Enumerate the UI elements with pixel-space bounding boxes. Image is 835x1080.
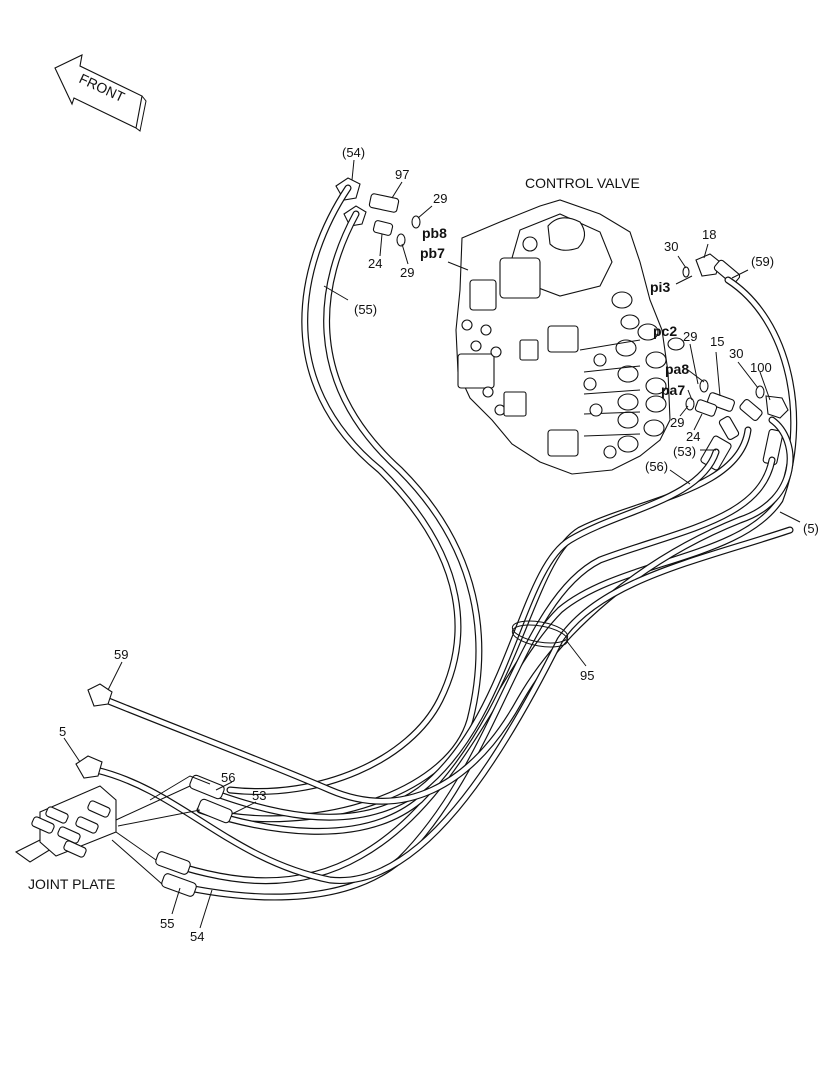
callout-5-parenthesized: (5) [803,521,819,536]
callout-55: 55 [160,916,174,931]
callout-59: 59 [114,647,128,662]
hose-clamp-95 [511,620,569,648]
callout-97: 97 [395,167,409,182]
joint-plate-assembly [14,683,233,897]
callout-24: 24 [368,256,382,271]
callout-29: 29 [433,191,447,206]
joint-plate-title: JOINT PLATE [28,876,115,892]
port-label-pb8: pb8 [422,225,447,241]
callout-29: 29 [670,415,684,430]
callout-54: 54 [190,929,204,944]
port-label-pi3: pi3 [650,279,670,295]
callout-15: 15 [710,334,724,349]
callout-55-parenthesized: (55) [354,302,377,317]
port-label-pc2: pc2 [653,323,677,339]
callout-29: 29 [400,265,414,280]
port-label-pb7: pb7 [420,245,445,261]
control-valve-assembly [455,199,685,475]
callout-56: 56 [221,770,235,785]
callout-24: 24 [686,429,700,444]
port-label-pa7: pa7 [661,382,685,398]
callout-5: 5 [59,724,66,739]
hose-bundle [92,184,798,901]
callout-100: 100 [750,360,772,375]
front-direction-arrow: FRONT [54,54,147,132]
callout-18: 18 [702,227,716,242]
callout-59-parenthesized: (59) [751,254,774,269]
port-label-pa8: pa8 [665,361,689,377]
callout-30: 30 [729,346,743,361]
leader-lines [63,159,801,929]
callout-53-parenthesized: (53) [673,444,696,459]
callout-53: 53 [252,788,266,803]
control-valve-title: CONTROL VALVE [525,175,640,191]
callout-29: 29 [683,329,697,344]
callout-30: 30 [664,239,678,254]
callout-56-parenthesized: (56) [645,459,668,474]
callout-54-parenthesized: (54) [342,145,365,160]
callout-95: 95 [580,668,594,683]
